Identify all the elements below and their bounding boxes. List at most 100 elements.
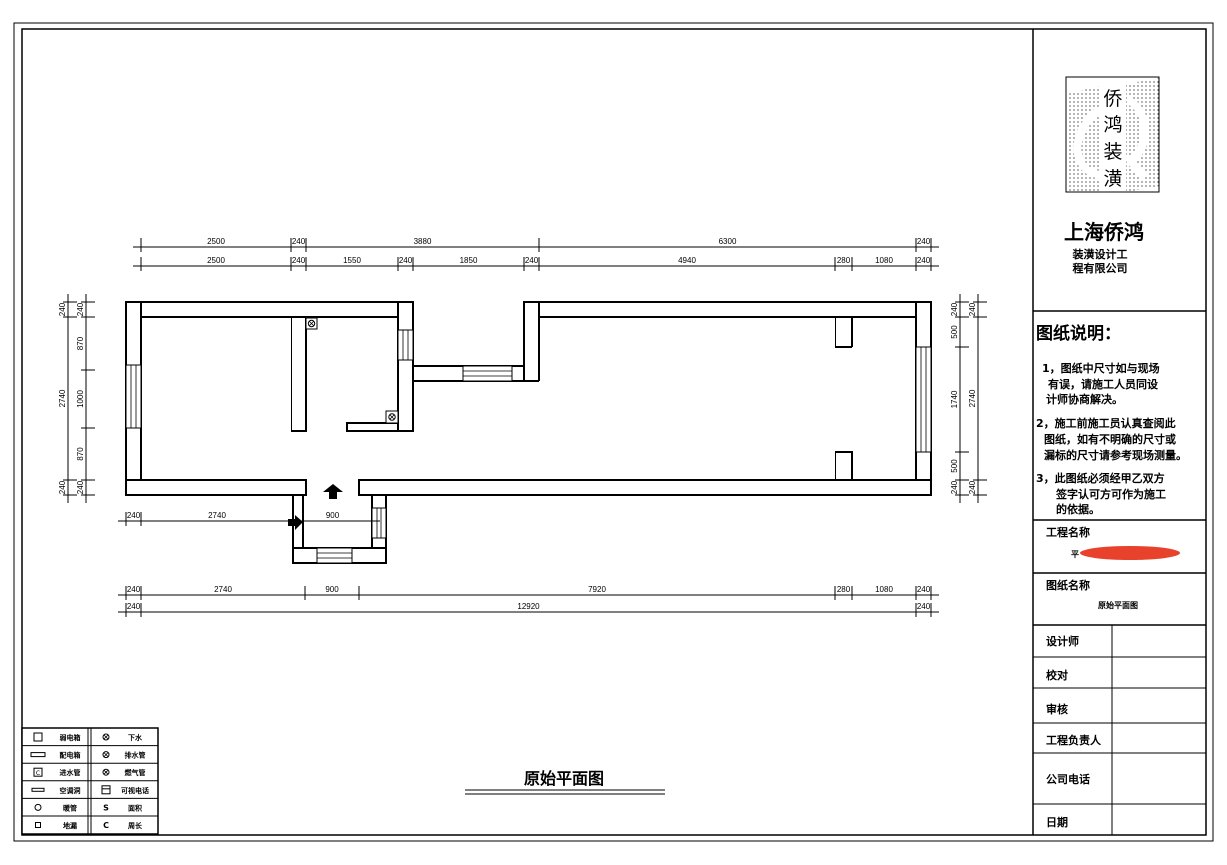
dimension-label: 1850 [460,256,478,265]
dimension-label: 240 [292,237,306,246]
company-sub1: 装潢设计工 [1072,247,1128,261]
wall [125,301,413,318]
note-line: 图纸，如有不明确的尺寸或 [1044,432,1176,446]
dimension-label: 2740 [968,389,977,407]
dimension-label: 1080 [875,256,893,265]
dimension-label: 900 [326,511,340,520]
dimension-label: 240 [399,256,413,265]
dimension-label: 240 [127,602,141,611]
legend-label: 地漏 [63,821,77,830]
wall [290,316,307,432]
legend-label: 周长 [128,821,143,830]
legend-label: 可视电话 [121,786,149,795]
gas-pipe-icon [385,410,399,424]
floor-plan [125,301,932,564]
company-logo: 侨 鸿 装 潢 [1065,76,1160,193]
note-line: 计师协商解决。 [1046,392,1123,406]
dimension-label: 4940 [678,256,696,265]
title-block: 侨 鸿 装 潢 上海侨鸿 装潢设计工 程有限公司 图纸说明： 1，图纸中尺寸如与… [1032,29,1206,835]
note-line: 1，图纸中尺寸如与现场 [1042,361,1160,375]
dimension-label: 2740 [214,585,232,594]
sheet-label: 图纸名称 [1046,578,1090,592]
dimension-label: 280 [837,256,851,265]
dimension-label: 240 [917,237,931,246]
legend-label: 暖管 [63,803,77,812]
window [397,329,414,361]
note-line: 的依据。 [1056,502,1100,516]
dimension-label: 500 [950,459,959,473]
legend-label: 面积 [128,803,142,812]
signoff-project-lead: 工程负责人 [1046,733,1102,747]
dimension-label: 1080 [875,585,893,594]
window [462,365,513,382]
dimension-label: 240 [917,256,931,265]
logo-char: 鸿 [1103,114,1122,136]
svg-text:C: C [103,821,109,830]
dimension-label: 12920 [517,602,540,611]
entrance-arrow-icon [323,484,343,499]
notes-heading: 图纸说明： [1036,323,1121,344]
company-sub2: 程有限公司 [1073,261,1128,275]
signoff-date: 日期 [1046,815,1068,829]
dimension-label: 240 [58,480,67,494]
project-value: 平 [1071,550,1079,559]
water-inlet-icon: C [33,767,43,777]
signoff-review: 审核 [1046,702,1068,716]
dimension-label: 240 [950,302,959,316]
legend-label: 空调洞 [60,786,81,795]
note-line: 2，施工前施工员认真查阅此 [1036,416,1176,430]
pillar [834,451,853,481]
note-line: 漏标的尺寸请参考现场测量。 [1044,448,1187,462]
dimension-label: 240 [968,302,977,316]
dimension-label: 240 [917,585,931,594]
dimension-label: 500 [950,325,959,339]
drain-icon [102,733,110,741]
wall [358,479,932,496]
outer-border [13,22,1214,842]
power-box-icon [30,752,46,758]
pipe-icon [34,803,42,811]
entrance-porch [292,480,387,564]
note-line: 3，此图纸必须经甲乙双方 [1036,471,1165,485]
dimension-label: 2740 [58,389,67,407]
inner-border [21,28,1207,836]
dimension-label: 240 [76,480,85,494]
window [915,346,932,453]
wall [125,479,307,496]
dimension-label: 240 [950,480,959,494]
dimension-label: 900 [325,585,339,594]
company-name: 上海侨鸿 [1064,220,1144,244]
dimension-label: 240 [76,302,85,316]
wall [346,422,399,432]
note-line: 签字认可方可作为施工 [1055,487,1166,501]
ac-hole-icon [31,787,45,792]
area-icon: S [103,803,109,812]
video-phone-icon [101,785,111,795]
dimension-label: 870 [76,336,85,350]
legend-label: 下水 [128,733,143,742]
wall [397,301,414,432]
dimension-label: 1550 [343,256,361,265]
wall [523,301,932,318]
legend-label: 燃气管 [124,768,146,777]
dimension-label: 240 [292,256,306,265]
pillar [834,316,853,348]
legend-label: 弱电箱 [60,733,81,742]
dimension-label: 240 [525,256,539,265]
perimeter-icon: C [103,821,109,830]
dimension-label: 2500 [207,237,225,246]
gas-pipe-icon [102,768,110,776]
redaction-mark [1080,546,1180,560]
window [125,364,142,429]
logo-char: 潢 [1103,168,1122,190]
legend-label: 进水管 [60,768,81,777]
entry-arrow-icon [288,515,303,530]
dimension-label: 1740 [950,390,959,408]
note-line: 有误，请施工人员同设 [1048,377,1159,391]
